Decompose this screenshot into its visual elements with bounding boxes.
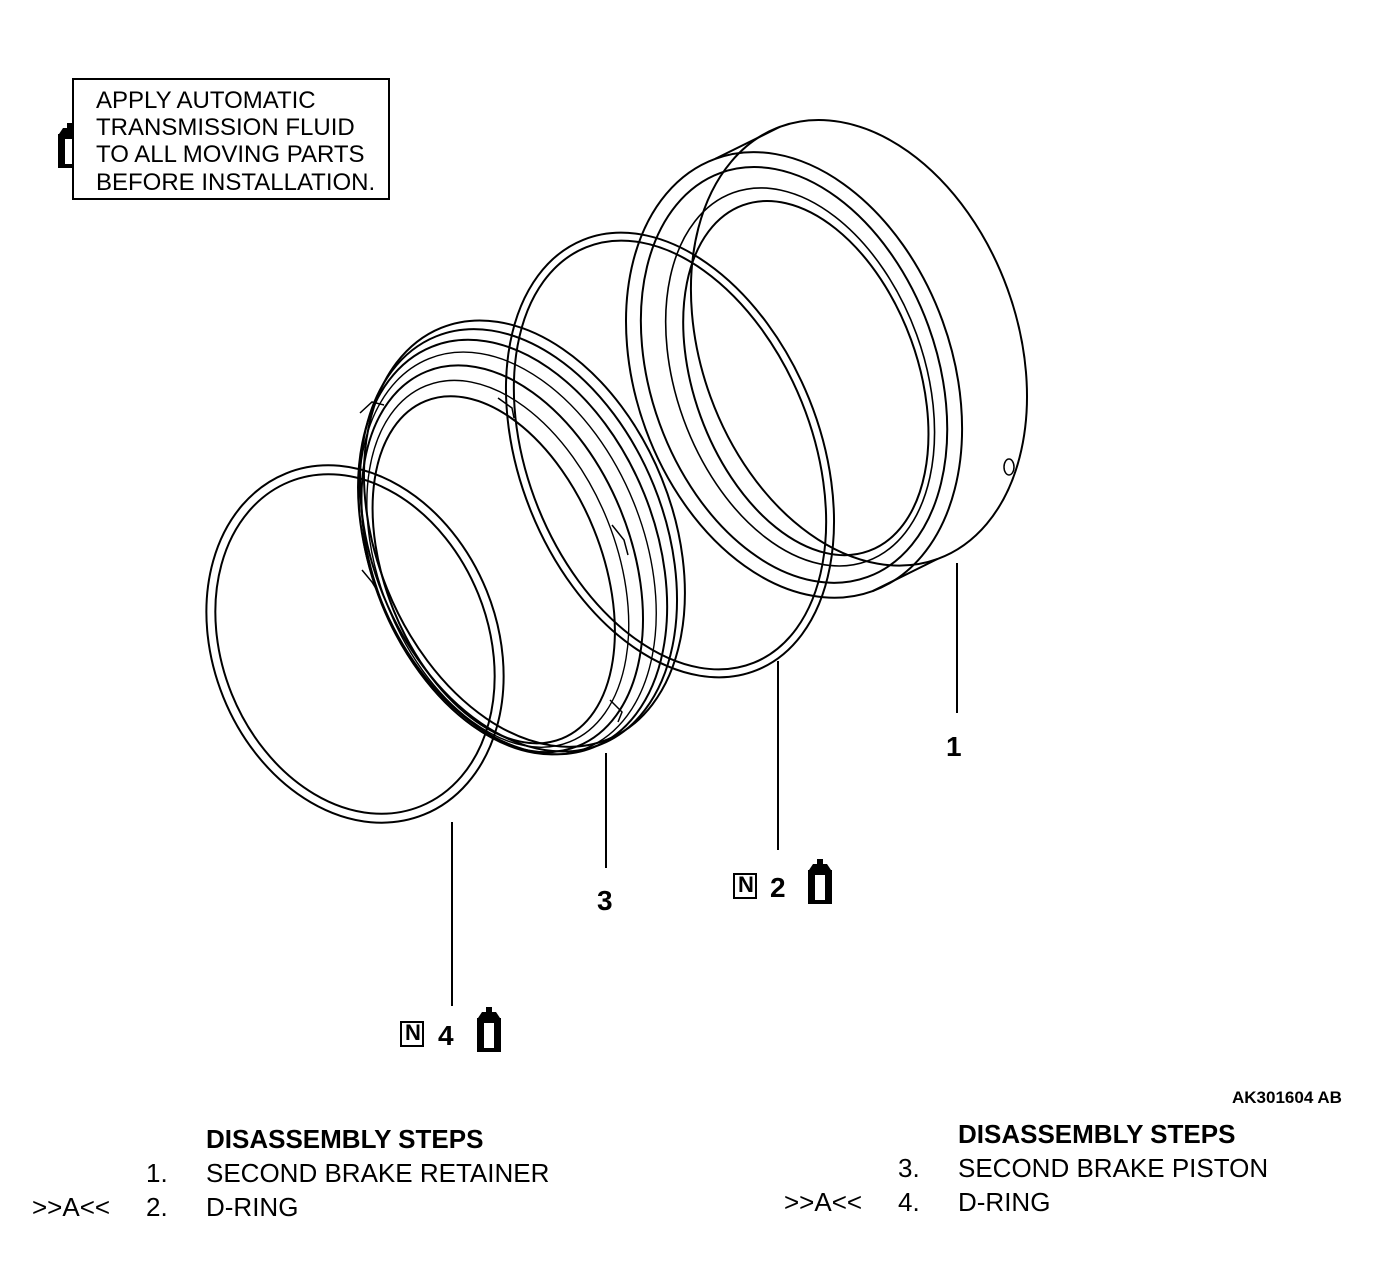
second-brake-piston xyxy=(357,319,686,756)
step-marker: >>A<< xyxy=(784,1187,863,1217)
note-line: BEFORE INSTALLATION. xyxy=(96,169,376,196)
step-number: 3. xyxy=(898,1153,920,1183)
fluid-bottle-icon xyxy=(808,859,832,904)
step-number: 2. xyxy=(146,1192,168,1222)
callout-2: 2 xyxy=(770,872,786,903)
step-name: D-RING xyxy=(958,1187,1051,1217)
note-line: TO ALL MOVING PARTS xyxy=(96,141,365,168)
note-line: TRANSMISSION FLUID xyxy=(96,114,355,141)
steps-heading: DISASSEMBLY STEPS xyxy=(206,1124,484,1154)
steps-heading: DISASSEMBLY STEPS xyxy=(958,1119,1236,1149)
step-name: SECOND BRAKE PISTON xyxy=(958,1153,1269,1183)
step-name: SECOND BRAKE RETAINER xyxy=(206,1158,550,1188)
callout-3: 3 xyxy=(597,885,613,916)
step-number: 4. xyxy=(898,1187,920,1217)
d-ring-4 xyxy=(205,464,505,824)
step-number: 1. xyxy=(146,1158,168,1188)
callout-4: 4 xyxy=(438,1020,454,1051)
fluid-bottle-icon xyxy=(477,1007,501,1052)
step-marker: >>A<< xyxy=(32,1192,111,1222)
step-name: D-RING xyxy=(206,1192,299,1222)
note-box xyxy=(72,78,390,200)
figure-id: AK301604 AB xyxy=(1232,1088,1342,1107)
n-mark: N xyxy=(738,872,754,897)
callout-1: 1 xyxy=(946,731,962,762)
n-mark: N xyxy=(405,1020,421,1045)
note-line: APPLY AUTOMATIC xyxy=(96,87,316,114)
d-ring-2 xyxy=(505,231,835,679)
second-brake-retainer xyxy=(625,118,1028,599)
